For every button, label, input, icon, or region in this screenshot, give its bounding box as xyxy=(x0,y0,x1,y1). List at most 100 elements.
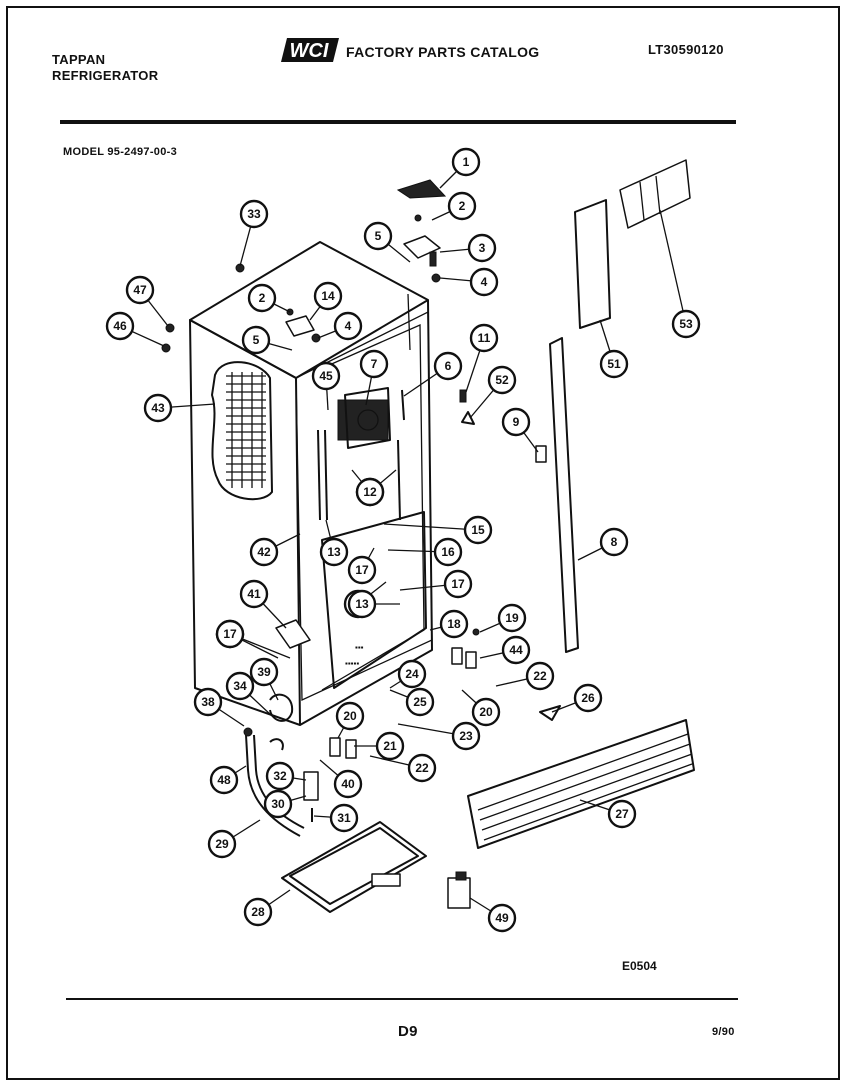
part-callout-label: 9 xyxy=(513,415,520,429)
part-callout-label: 34 xyxy=(233,679,247,693)
part-callout-26: 26 xyxy=(573,683,603,713)
part-callout-label: 49 xyxy=(495,911,509,925)
toe-grille xyxy=(467,719,695,849)
part-callout-43: 43 xyxy=(143,393,173,423)
part-callout-6: 6 xyxy=(433,351,463,381)
part-callout-label: 52 xyxy=(495,373,509,387)
leader-line xyxy=(659,209,687,325)
part-callout-5: 5 xyxy=(241,325,271,355)
callout-group: 1234521445334746434576115291212131542131… xyxy=(105,147,701,933)
part-callout-label: 26 xyxy=(581,691,595,705)
part-callout-label: 17 xyxy=(451,577,465,591)
part-callout-33: 33 xyxy=(239,199,269,229)
page-number: D9 xyxy=(398,1023,418,1040)
part-callout-22: 22 xyxy=(525,661,555,691)
part-callout-label: 27 xyxy=(615,807,629,821)
part-callout-label: 13 xyxy=(327,545,341,559)
part-callout-7: 7 xyxy=(359,349,389,379)
svg-text:▪▪▪▪▪: ▪▪▪▪▪ xyxy=(345,659,359,668)
part-callout-label: 5 xyxy=(375,229,382,243)
part-callout-label: 14 xyxy=(321,289,335,303)
model-number: MODEL 95-2497-00-3 xyxy=(63,146,178,158)
part-callout-28: 28 xyxy=(243,897,273,927)
part-callout-label: 6 xyxy=(445,359,452,373)
page-frame xyxy=(6,6,840,1080)
part-callout-5: 5 xyxy=(363,221,393,251)
part-callout-label: 2 xyxy=(459,199,466,213)
footer-rule xyxy=(66,998,738,1000)
part-callout-39: 39 xyxy=(249,657,279,687)
part-callout-label: 18 xyxy=(447,617,461,631)
part-callout-21: 21 xyxy=(375,731,405,761)
part-callout-48: 48 xyxy=(209,765,239,795)
part-callout-8: 8 xyxy=(599,527,629,557)
part-callout-1: 1 xyxy=(451,147,481,177)
hinge-parts xyxy=(161,179,447,353)
bottom-plumbing xyxy=(243,619,357,837)
part-callout-20: 20 xyxy=(471,697,501,727)
part-callout-17: 17 xyxy=(347,555,377,585)
part-callout-label: 48 xyxy=(217,773,231,787)
catalog-number: LT30590120 xyxy=(648,42,724,57)
part-callout-label: 30 xyxy=(271,797,285,811)
part-callout-label: 53 xyxy=(679,317,693,331)
part-callout-label: 7 xyxy=(371,357,378,371)
part-callout-45: 45 xyxy=(311,361,341,391)
part-callout-22: 22 xyxy=(407,753,437,783)
catalog-title: FACTORY PARTS CATALOG xyxy=(346,44,540,60)
part-callout-label: 22 xyxy=(533,669,547,683)
part-callout-27: 27 xyxy=(607,799,637,829)
part-callout-label: 39 xyxy=(257,665,271,679)
part-callout-label: 46 xyxy=(113,319,127,333)
part-callout-42: 42 xyxy=(249,537,279,567)
small-brackets xyxy=(451,389,561,721)
part-callout-15: 15 xyxy=(463,515,493,545)
part-callout-52: 52 xyxy=(487,365,517,395)
part-callout-label: 29 xyxy=(215,837,229,851)
part-callout-25: 25 xyxy=(405,687,435,717)
part-callout-label: 17 xyxy=(223,627,237,641)
part-callout-label: 22 xyxy=(415,761,429,775)
part-callout-label: 47 xyxy=(133,283,147,297)
part-callout-14: 14 xyxy=(313,281,343,311)
part-callout-label: 28 xyxy=(251,905,265,919)
part-callout-label: 33 xyxy=(247,207,261,221)
part-callout-label: 31 xyxy=(337,811,351,825)
part-callout-40: 40 xyxy=(333,769,363,799)
part-callout-12: 12 xyxy=(355,477,385,507)
part-callout-label: 15 xyxy=(471,523,485,537)
part-callout-31: 31 xyxy=(329,803,359,833)
wci-logo-mark: WCI xyxy=(281,38,339,62)
leader-line xyxy=(383,523,479,531)
part-callout-16: 16 xyxy=(433,537,463,567)
part-callout-44: 44 xyxy=(501,635,531,665)
part-callout-label: 1 xyxy=(463,155,470,169)
door-panels xyxy=(549,159,691,653)
brand-label: TAPPAN xyxy=(52,52,106,67)
figure-code: E0504 xyxy=(622,959,657,973)
part-callout-19: 19 xyxy=(497,603,527,633)
part-callout-41: 41 xyxy=(239,579,269,609)
part-callout-18: 18 xyxy=(439,609,469,639)
part-callout-label: 11 xyxy=(478,331,491,345)
part-callout-label: 2 xyxy=(259,291,266,305)
part-callout-23: 23 xyxy=(451,721,481,751)
part-callout-label: 17 xyxy=(355,563,369,577)
part-callout-17: 17 xyxy=(443,569,473,599)
part-callout-24: 24 xyxy=(397,659,427,689)
evaporator-coil xyxy=(211,361,273,501)
part-callout-label: 20 xyxy=(343,709,357,723)
part-callout-label: 24 xyxy=(405,667,419,681)
part-callout-label: 43 xyxy=(151,401,165,415)
catalog-date: 9/90 xyxy=(712,1026,735,1038)
wci-logo-text: WCI xyxy=(290,40,329,62)
part-callout-label: 5 xyxy=(253,333,260,347)
part-callout-47: 47 xyxy=(125,275,155,305)
part-callout-4: 4 xyxy=(469,267,499,297)
part-callout-label: 20 xyxy=(479,705,493,719)
part-callout-label: 19 xyxy=(505,611,519,625)
part-callout-9: 9 xyxy=(501,407,531,437)
part-callout-label: 44 xyxy=(509,643,523,657)
cabinet-body xyxy=(189,241,433,726)
